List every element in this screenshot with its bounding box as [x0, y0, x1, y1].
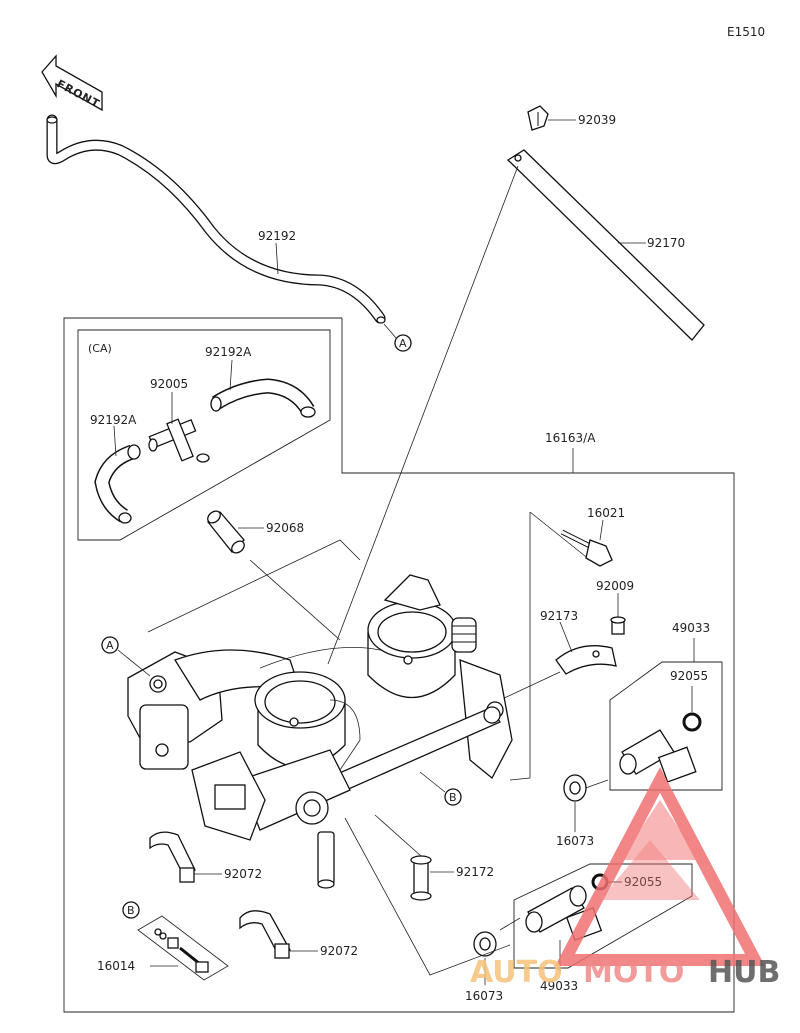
screw-16021 [560, 529, 613, 567]
label-92009: 92009 [596, 579, 634, 593]
label-92170: 92170 [647, 236, 685, 250]
label-92072-bottom: 92072 [320, 944, 358, 958]
assembly-label: 16163/A [545, 431, 596, 445]
label-49033-top: 49033 [672, 621, 710, 635]
cabletie-92072-left [149, 831, 196, 883]
callout-a-left [101, 636, 119, 654]
label-92055-bottom: 92055 [624, 875, 662, 889]
label-92192: 92192 [258, 229, 296, 243]
label-16073-bottom: 16073 [465, 989, 503, 1003]
cabletie-92072-bottom [239, 910, 291, 959]
screw-92009 [610, 616, 626, 635]
callout-b-left-label: B [127, 904, 135, 917]
cap-92068 [207, 510, 245, 554]
label-92039: 92039 [578, 113, 616, 127]
clip-92039 [527, 105, 549, 131]
tjoint-92005 [148, 418, 210, 463]
label-16021: 16021 [587, 506, 625, 520]
watermark-logo [555, 767, 765, 966]
injector-49033-top [619, 729, 697, 783]
label-49033-bottom: 49033 [540, 979, 578, 993]
callout-b-mid [444, 788, 462, 806]
watermark-moto: MOTO [583, 955, 684, 990]
label-16014: 16014 [97, 959, 135, 973]
label-92173: 92173 [540, 609, 578, 623]
watermark-auto: AUTO [470, 955, 563, 990]
callout-a-upper [394, 334, 412, 352]
parts-16014 [154, 928, 209, 973]
hose-92192a-left [94, 444, 141, 524]
diagram-code: E1510 [727, 25, 765, 39]
label-92005: 92005 [150, 377, 188, 391]
label-92172: 92172 [456, 865, 494, 879]
strap-92170 [506, 149, 705, 341]
throttle-body [127, 574, 513, 889]
ca-label: (CA) [88, 342, 112, 355]
callout-b-mid-label: B [449, 791, 457, 804]
label-92192a-top: 92192A [205, 345, 252, 359]
front-arrow: FRONT [41, 54, 103, 112]
callout-a-left-label: A [106, 639, 114, 652]
bolt-92172 [410, 855, 432, 901]
callout-a-upper-label: A [399, 337, 407, 350]
label-16073-right: 16073 [556, 834, 594, 848]
oring-92055-top [682, 712, 702, 732]
hose-92192 [46, 114, 386, 324]
callout-b-left [122, 901, 140, 919]
label-92068: 92068 [266, 521, 304, 535]
label-92192a-left: 92192A [90, 413, 137, 427]
clamp-92173 [555, 645, 617, 675]
label-92055-top: 92055 [670, 669, 708, 683]
hose-92192a-top [210, 378, 316, 418]
watermark-hub: HUB [708, 955, 780, 990]
label-92072-left: 92072 [224, 867, 262, 881]
